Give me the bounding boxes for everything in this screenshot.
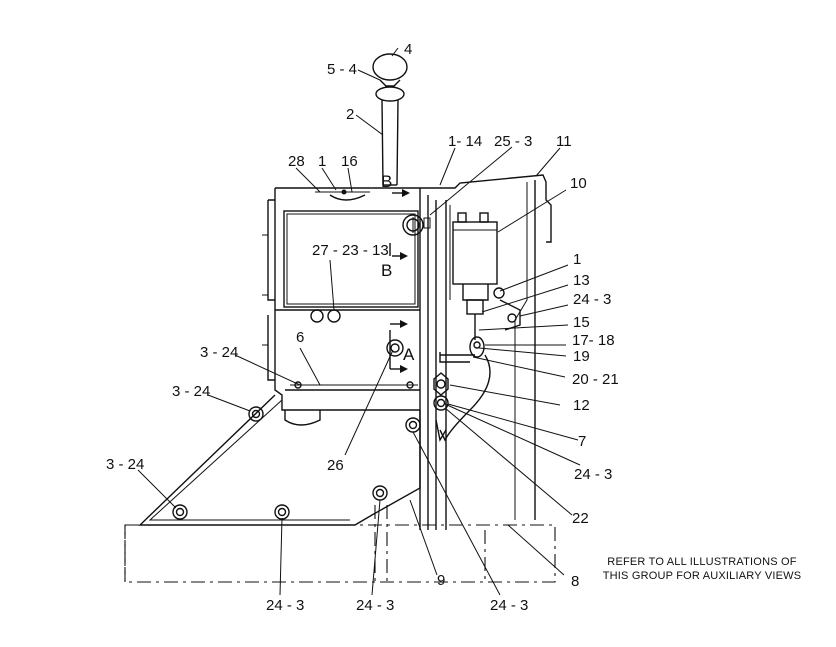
base-outline: [124, 505, 556, 585]
note-line-1: REFER TO ALL ILLUSTRATIONS OF: [607, 556, 797, 568]
control-lever: [372, 53, 408, 186]
callout-24-3-r2: 24 - 3: [574, 466, 612, 483]
leader-lines: [137, 47, 581, 596]
note-line-2: THIS GROUP FOR AUXILIARY VIEWS: [602, 570, 802, 582]
callout-9: 9: [437, 572, 445, 589]
fasteners: [172, 189, 449, 520]
callout-7: 7: [578, 433, 586, 450]
callout-11: 11: [556, 133, 572, 150]
callout-17-18: 17- 18: [572, 332, 615, 349]
callout-4: 4: [404, 41, 412, 58]
callout-1-top: 1: [318, 153, 326, 170]
callout-24-3-r1: 24 - 3: [573, 291, 611, 308]
callout-24-3-b1: 24 - 3: [266, 597, 304, 614]
callout-3-24-a: 3 - 24: [200, 344, 238, 361]
callout-3-24-c: 3 - 24: [106, 456, 144, 473]
callout-10: 10: [570, 175, 587, 192]
view-b-top: B: [381, 172, 392, 191]
callout-1-right: 1: [573, 251, 581, 268]
section-arrows: [389, 189, 410, 373]
callout-26: 26: [327, 457, 344, 474]
callout-15: 15: [573, 314, 590, 331]
callout-28: 28: [288, 153, 305, 170]
callout-24-3-b2: 24 - 3: [356, 597, 394, 614]
view-letters: B B A: [381, 172, 415, 364]
callout-16: 16: [341, 153, 358, 170]
callout-3-24-b: 3 - 24: [172, 383, 210, 400]
callout-12: 12: [573, 397, 590, 414]
view-b-bottom: B: [381, 261, 392, 280]
auxiliary-views-note: REFER TO ALL ILLUSTRATIONS OF THIS GROUP…: [572, 555, 832, 583]
callout-22: 22: [572, 510, 589, 527]
callout-6: 6: [296, 329, 304, 346]
callout-5-4: 5 - 4: [327, 61, 357, 78]
callout-20-21: 20 - 21: [572, 371, 619, 388]
callout-25-3: 25 - 3: [494, 133, 532, 150]
callout-2: 2: [346, 106, 354, 123]
actuator-assembly: [435, 212, 521, 442]
callout-1-14: 1- 14: [448, 133, 482, 150]
callout-13: 13: [573, 272, 590, 289]
callout-19: 19: [573, 348, 590, 365]
callout-27-23-13: 27 - 23 - 13: [312, 242, 389, 259]
view-a: A: [403, 345, 415, 364]
callout-24-3-b3: 24 - 3: [490, 597, 528, 614]
callout-8: 8: [571, 573, 579, 590]
callout-labels: 4 5 - 4 2 1- 14 25 - 3 11 28 1 16 10 27 …: [106, 41, 619, 614]
